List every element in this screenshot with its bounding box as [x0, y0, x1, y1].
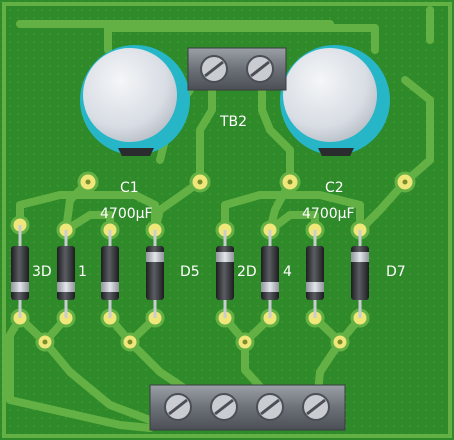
diode-d8: [306, 230, 324, 318]
label-d2: 2D: [237, 264, 257, 280]
label-c1-value: 4700µF: [100, 206, 153, 222]
label-d1: 1: [78, 264, 87, 280]
diode-d3: [11, 225, 29, 318]
capacitor-c1: [80, 45, 190, 156]
capacitor-c2: [280, 45, 390, 156]
solder-pads: [10, 171, 416, 352]
diode-d5: [146, 230, 164, 318]
label-c2: C2: [325, 180, 344, 196]
diode-d7: [351, 230, 369, 318]
diode-d2: [216, 230, 234, 318]
diode-d4: [261, 230, 279, 318]
label-d4: 4: [283, 264, 292, 280]
diode-d1: [57, 230, 75, 318]
silkscreen-labels: TB2 C1 4700µF C2 4700µF 3D 1 D5 2D 4 D7: [32, 114, 406, 280]
diode-d6: [101, 230, 119, 318]
terminal-block-tb1: [149, 384, 346, 431]
terminal-block-tb2: [187, 47, 287, 91]
label-d3: 3D: [32, 264, 52, 280]
diodes: [11, 225, 369, 318]
pad-drills: [42, 179, 408, 345]
label-c2-value: 4700µF: [302, 206, 355, 222]
label-d5: D5: [180, 264, 200, 280]
label-c1: C1: [120, 180, 139, 196]
label-d7: D7: [386, 264, 406, 280]
label-tb2: TB2: [219, 114, 247, 130]
